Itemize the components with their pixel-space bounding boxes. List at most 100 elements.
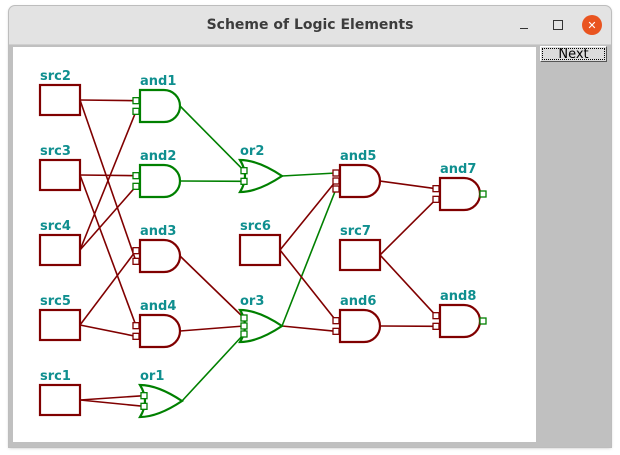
- wire-src1-or1: [79, 394, 145, 401]
- or2-label: or2: [240, 144, 264, 159]
- and6-input-pin: [332, 317, 340, 325]
- minimize-icon: [520, 27, 528, 29]
- close-icon: ✕: [587, 18, 597, 32]
- window-title: Scheme of Logic Elements: [206, 17, 414, 33]
- src6-label: src6: [240, 219, 271, 234]
- and1-and-gate[interactable]: and1: [132, 74, 182, 124]
- and3-input-pin: [132, 247, 140, 255]
- wire-src5-and4: [79, 324, 137, 338]
- and6-input-pin: [332, 327, 340, 335]
- wire-or3-and6: [281, 325, 337, 333]
- next-button[interactable]: Next: [540, 46, 607, 62]
- or3-or-gate[interactable]: or3: [238, 294, 284, 344]
- src2-label: src2: [40, 69, 71, 84]
- and3-and-gate[interactable]: and3: [132, 224, 182, 274]
- src7-box[interactable]: [338, 238, 382, 272]
- wire-and1-or2: [179, 105, 245, 172]
- maximize-button[interactable]: [548, 15, 568, 35]
- and5-label: and5: [340, 149, 376, 164]
- src7-source[interactable]: src7: [338, 224, 382, 272]
- and2-body[interactable]: [138, 163, 182, 199]
- src5-box[interactable]: [38, 308, 82, 342]
- src1-label: src1: [40, 369, 71, 384]
- wire-src6-and5: [279, 180, 337, 251]
- and8-and-gate[interactable]: and8: [432, 289, 487, 339]
- wire-src4-and2: [79, 185, 137, 251]
- and3-body[interactable]: [138, 238, 182, 274]
- wire-src7-and8: [379, 254, 437, 317]
- or1-or-gate[interactable]: or1: [138, 369, 184, 419]
- logic-scheme: src1 src2 src3 src4 src5 src6 src7 and1 and2 and3…: [38, 69, 487, 419]
- and4-body[interactable]: [138, 313, 182, 349]
- and1-body[interactable]: [138, 88, 182, 124]
- and7-body[interactable]: [438, 176, 482, 212]
- wire-src4-and1: [79, 111, 137, 251]
- and8-output-pin: [479, 317, 487, 325]
- or3-input-pin: [240, 330, 248, 338]
- wire-src7-and7: [379, 198, 437, 256]
- and6-and-gate[interactable]: and6: [332, 294, 382, 344]
- wire-and5-and7: [379, 180, 437, 190]
- and4-input-pin: [132, 322, 140, 330]
- src3-box[interactable]: [38, 158, 82, 192]
- and2-and-gate[interactable]: and2: [132, 149, 182, 199]
- and1-label: and1: [140, 74, 176, 89]
- maximize-icon: [553, 20, 563, 30]
- or3-input-pin: [240, 322, 248, 330]
- wire-or3-and5: [281, 188, 337, 327]
- wire-src3-and2: [79, 174, 137, 177]
- and4-label: and4: [140, 299, 176, 314]
- or1-input-pin: [140, 392, 148, 400]
- and5-and-gate[interactable]: and5: [332, 149, 382, 199]
- and4-and-gate[interactable]: and4: [132, 299, 182, 349]
- src4-box[interactable]: [38, 233, 82, 267]
- src1-source[interactable]: src1: [38, 369, 82, 417]
- title-bar[interactable]: Scheme of Logic Elements ✕: [9, 6, 611, 45]
- or1-input-pin: [140, 402, 148, 410]
- wire-or2-and5: [281, 172, 337, 177]
- wire-and4-or3: [179, 325, 245, 332]
- and7-input-pin: [432, 195, 440, 203]
- wire-src5-and3: [79, 250, 137, 326]
- minimize-button[interactable]: [514, 15, 534, 35]
- wires: [79, 99, 437, 408]
- src2-box[interactable]: [38, 83, 82, 117]
- and7-output-pin: [479, 190, 487, 198]
- src5-source[interactable]: src5: [38, 294, 82, 342]
- and3-input-pin: [132, 257, 140, 265]
- or1-label: or1: [140, 369, 164, 384]
- or2-body[interactable]: [238, 158, 284, 194]
- and1-input-pin: [132, 107, 140, 115]
- src2-source[interactable]: src2: [38, 69, 82, 117]
- wire-or1-or3: [181, 333, 245, 402]
- src5-label: src5: [40, 294, 71, 309]
- close-button[interactable]: ✕: [582, 15, 602, 35]
- src6-box[interactable]: [238, 233, 282, 267]
- src3-label: src3: [40, 144, 71, 159]
- and6-body[interactable]: [338, 308, 382, 344]
- and7-input-pin: [432, 185, 440, 193]
- and5-input-pin: [332, 177, 340, 185]
- and5-input-pin: [332, 169, 340, 177]
- and2-input-pin: [132, 182, 140, 190]
- or2-or-gate[interactable]: or2: [238, 144, 284, 194]
- or1-body[interactable]: [138, 383, 184, 419]
- and7-label: and7: [440, 162, 476, 177]
- and6-label: and6: [340, 294, 376, 309]
- src1-box[interactable]: [38, 383, 82, 417]
- src4-label: src4: [40, 219, 71, 234]
- or2-input-pin: [240, 167, 248, 175]
- or3-input-pin: [240, 314, 248, 322]
- wire-src1-or1: [79, 399, 145, 408]
- and8-body[interactable]: [438, 303, 482, 339]
- src4-source[interactable]: src4: [38, 219, 82, 267]
- and8-input-pin: [432, 322, 440, 330]
- and5-input-pin: [332, 185, 340, 193]
- wire-and3-or3: [179, 255, 245, 319]
- src3-source[interactable]: src3: [38, 144, 82, 192]
- and5-body[interactable]: [338, 163, 382, 199]
- and7-and-gate[interactable]: and7: [432, 162, 487, 212]
- wire-src6-and6: [279, 249, 337, 322]
- src6-source[interactable]: src6: [238, 219, 282, 267]
